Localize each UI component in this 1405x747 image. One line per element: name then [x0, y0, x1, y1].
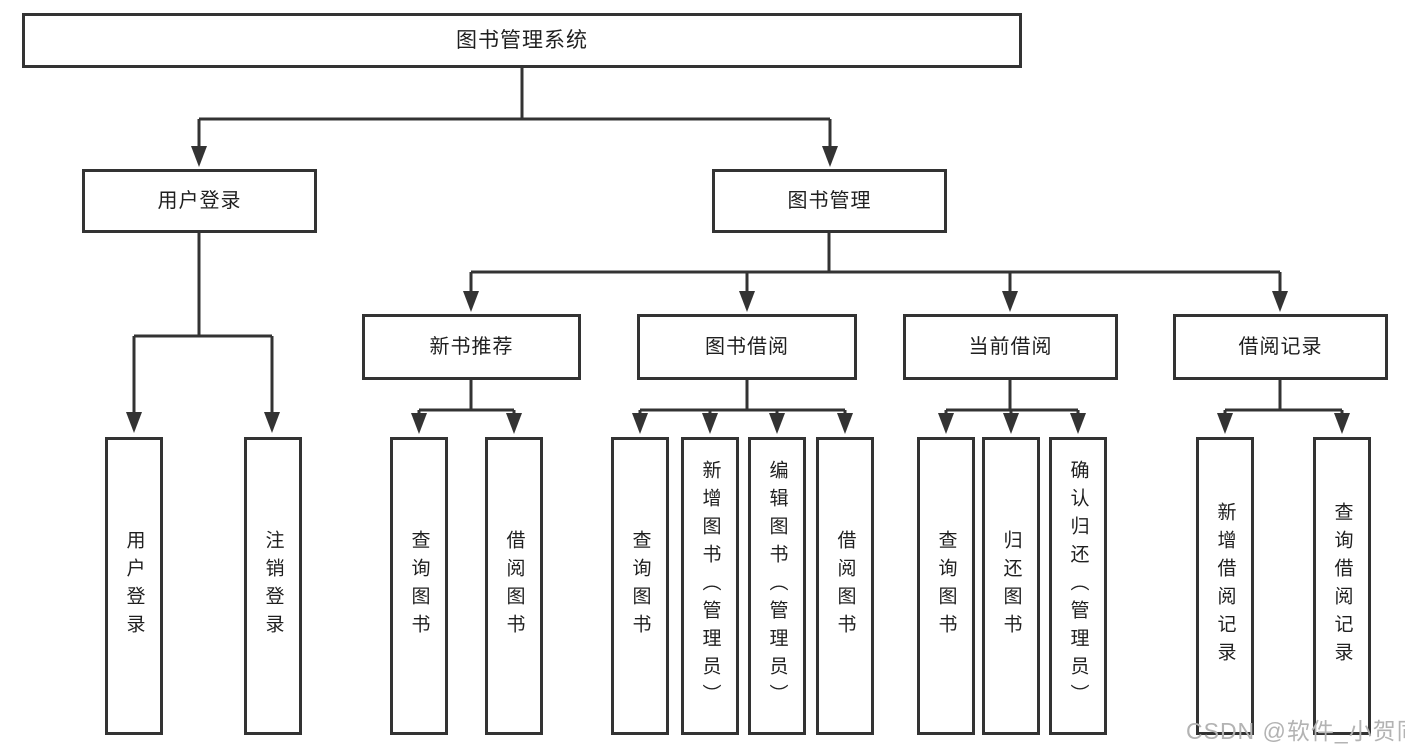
arrow-icon — [191, 146, 207, 167]
leaf-query-books-borrow: 查询图书 — [611, 437, 669, 735]
arrow-icon — [739, 291, 755, 312]
node-label: 借阅记录 — [1238, 336, 1323, 358]
leaf-query-books-recommend: 查询图书 — [390, 437, 448, 735]
arrow-icon — [769, 413, 785, 434]
connector-book-management-to-level3 — [469, 233, 1282, 293]
connector-new-book-recommend-to-leaves — [417, 380, 516, 415]
leaf-query-books-current: 查询图书 — [917, 437, 975, 735]
leaf-query-borrow-record: 查询借阅记录 — [1313, 437, 1371, 735]
arrow-icon — [1272, 291, 1288, 312]
node-label: 查询图书 — [408, 530, 430, 642]
connector-user-login-to-leaves — [132, 233, 274, 414]
node-label: 查询图书 — [629, 530, 651, 642]
connector-borrow-records-to-leaves — [1223, 380, 1344, 415]
node-root-system: 图书管理系统 — [22, 13, 1022, 68]
node-label: 新增借阅记录 — [1214, 502, 1236, 670]
node-label: 编辑图书（管理员） — [766, 460, 788, 712]
watermark: CSDN @软件_小贺同学 — [1186, 718, 1405, 744]
leaf-confirm-return-admin: 确认归还（管理员） — [1049, 437, 1107, 735]
arrow-icon — [938, 413, 954, 434]
node-label: 查询借阅记录 — [1331, 502, 1353, 670]
node-module-book-borrow: 图书借阅 — [637, 314, 857, 380]
arrow-icon — [126, 412, 142, 433]
node-label: 用户登录 — [123, 530, 145, 642]
node-label: 图书借阅 — [705, 336, 789, 358]
leaf-return-book: 归还图书 — [982, 437, 1040, 735]
leaf-add-book-admin: 新增图书（管理员） — [681, 437, 739, 735]
node-label: 当前借阅 — [968, 336, 1053, 358]
arrow-icon — [1002, 291, 1018, 312]
leaf-user-login: 用户登录 — [105, 437, 163, 735]
connector-book-borrow-to-leaves — [638, 380, 847, 415]
leaf-add-borrow-record: 新增借阅记录 — [1196, 437, 1254, 735]
node-label: 图书管理系统 — [456, 29, 588, 52]
node-label: 借阅图书 — [503, 530, 525, 642]
arrow-icon — [1334, 413, 1350, 434]
connector-root-to-level2 — [197, 68, 832, 148]
arrow-icon — [411, 413, 427, 434]
leaf-borrow-books-2: 借阅图书 — [816, 437, 874, 735]
connector-current-borrow-to-leaves — [944, 380, 1080, 415]
arrow-icon — [632, 413, 648, 434]
arrow-icon — [463, 291, 479, 312]
node-label: 图书管理 — [787, 190, 872, 212]
node-label: 新增图书（管理员） — [699, 460, 721, 712]
arrow-icon — [1070, 413, 1086, 434]
arrow-icon — [506, 413, 522, 434]
node-module-new-book-recommend: 新书推荐 — [362, 314, 581, 380]
node-module-current-borrow: 当前借阅 — [903, 314, 1118, 380]
arrow-icon — [702, 413, 718, 434]
leaf-borrow-books-recommend: 借阅图书 — [485, 437, 543, 735]
arrow-icon — [1217, 413, 1233, 434]
node-label: 查询图书 — [935, 530, 957, 642]
node-branch-user-login: 用户登录 — [82, 169, 317, 233]
arrow-icon — [822, 146, 838, 167]
node-label: 新书推荐 — [429, 336, 514, 358]
leaf-logout: 注销登录 — [244, 437, 302, 735]
node-branch-book-management: 图书管理 — [712, 169, 947, 233]
arrow-icon — [1003, 413, 1019, 434]
node-label: 确认归还（管理员） — [1067, 460, 1089, 712]
node-label: 注销登录 — [262, 530, 284, 642]
leaf-edit-book-admin: 编辑图书（管理员） — [748, 437, 806, 735]
arrow-icon — [264, 412, 280, 433]
arrow-icon — [837, 413, 853, 434]
node-module-borrow-records: 借阅记录 — [1173, 314, 1388, 380]
node-label: 归还图书 — [1000, 530, 1022, 642]
node-label: 借阅图书 — [834, 530, 856, 642]
node-label: 用户登录 — [157, 190, 242, 212]
